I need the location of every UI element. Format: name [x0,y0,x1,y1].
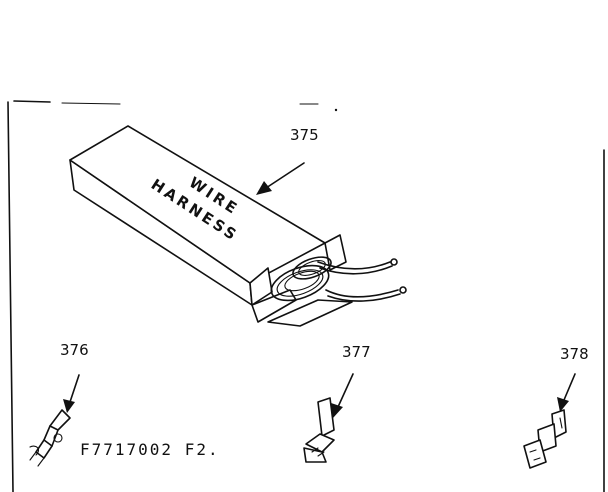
callout-376: 376 [60,341,89,359]
wire-lead-icon [317,258,407,302]
wire-harness-box-icon: WIRE HARNESS [69,125,407,327]
terminal-connector-icon [29,409,71,467]
terminal-connector-icon [523,409,567,469]
pointer-arrow-icon [331,373,354,418]
callout-378: 378 [560,345,589,363]
callout-377: 377 [342,343,371,361]
pointer-arrow-icon [256,162,305,195]
pointer-arrow-icon [557,373,576,412]
terminal-connector-icon [303,397,335,463]
callout-375: 375 [290,126,319,144]
pointer-arrow-icon [63,374,80,413]
scan-border [7,100,605,492]
coiled-wire-icon [270,256,332,302]
drawing-code: F7717002 F2. [80,440,220,459]
